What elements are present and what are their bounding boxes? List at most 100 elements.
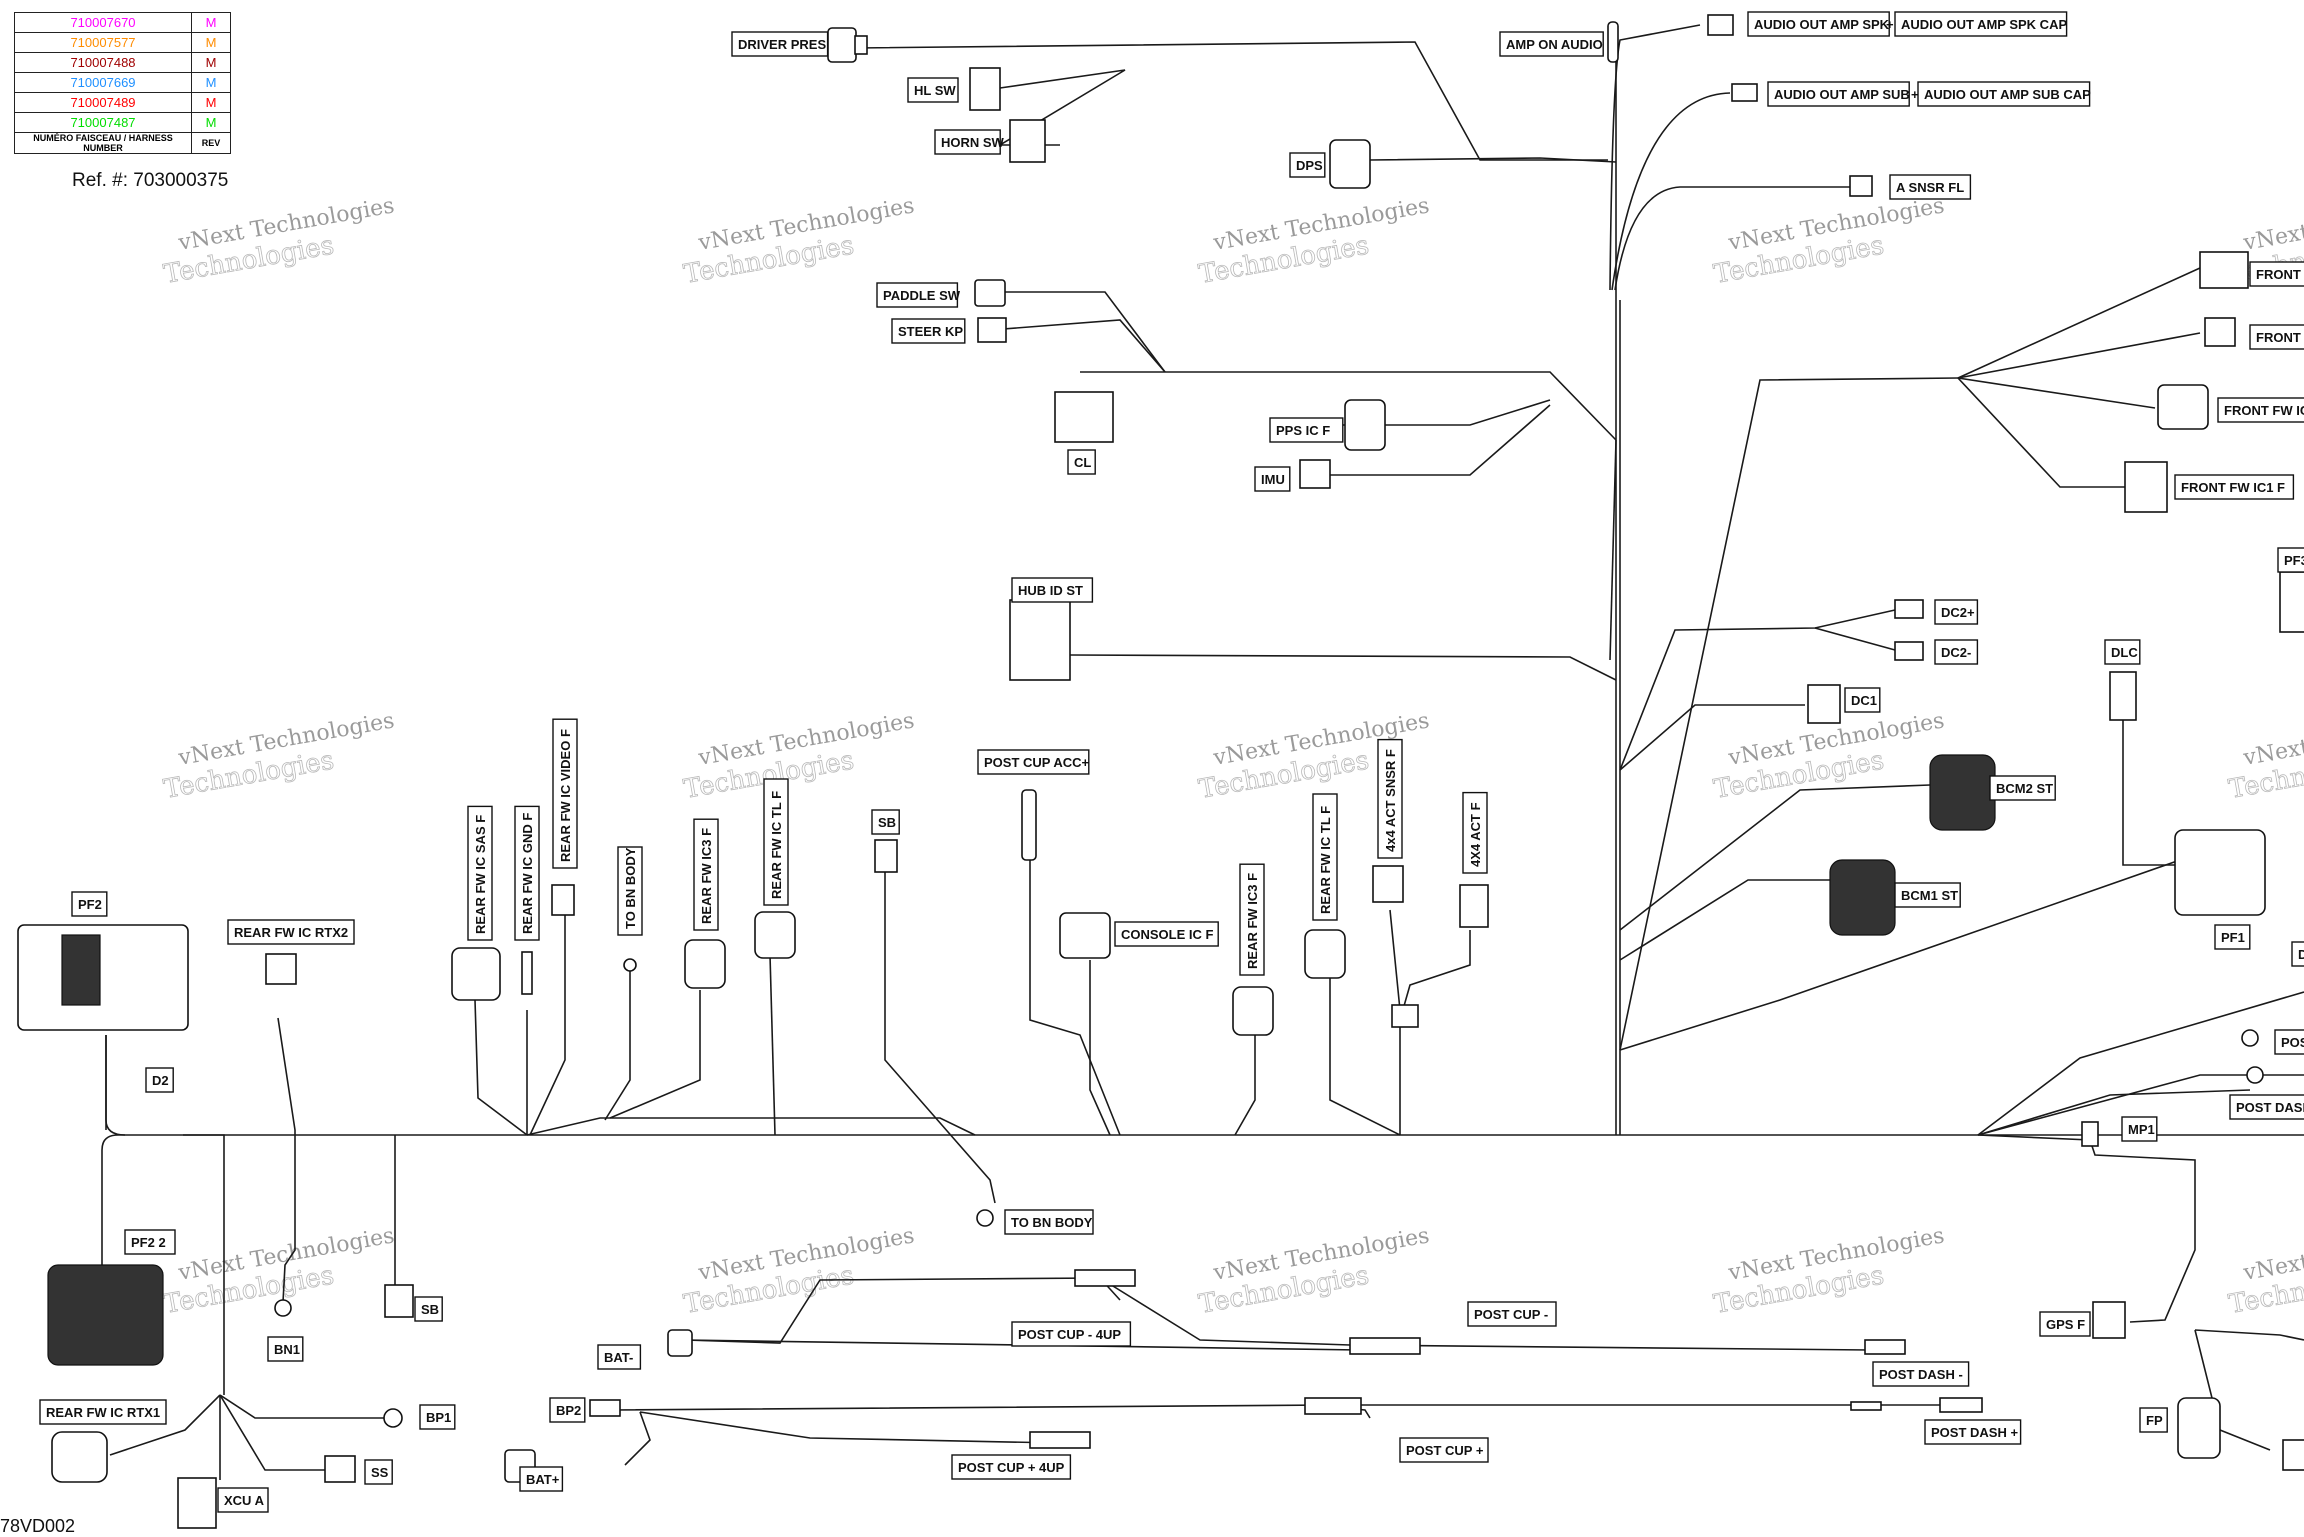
svg-text:TO BN BODY: TO BN BODY <box>1011 1215 1093 1230</box>
legend-harness-number: 710007488 <box>14 52 192 73</box>
label-bp1: BP1 <box>419 1404 456 1430</box>
svg-text:SS: SS <box>371 1465 389 1480</box>
rear-fw-ic3-f-connector-2 <box>1232 986 1274 1036</box>
svg-text:PPS IC F: PPS IC F <box>1276 423 1330 438</box>
label-rear-fw-ic-video-f: REAR FW IC VIDEO F <box>552 718 578 869</box>
legend-header-rev: REV <box>191 132 231 154</box>
label-driver-pres: DRIVER PRES <box>731 31 829 57</box>
pf1-connector <box>2174 829 2266 916</box>
svg-text:BCM1 ST: BCM1 ST <box>1901 888 1958 903</box>
watermark-text: vNext Technologies <box>2241 1223 2304 1286</box>
hl-sw-connector <box>969 67 1001 111</box>
label-pf3: PF3 <box>2277 547 2304 573</box>
svg-text:DC2-: DC2- <box>1941 645 1971 660</box>
label-audio-out-amp-spk: AUDIO OUT AMP SPK <box>1747 11 1890 37</box>
label-fp: FP <box>2139 1407 2168 1433</box>
post-dash-minus-lug <box>1864 1339 1906 1355</box>
label-paddle-sw: PADDLE SW <box>876 282 961 308</box>
dlc-connector <box>2109 671 2137 721</box>
label-steer-kp: STEER KP <box>891 318 966 344</box>
pf2-latch <box>61 934 101 1006</box>
svg-text:AUDIO OUT AMP SPK CAP: AUDIO OUT AMP SPK CAP <box>1901 17 2067 32</box>
svg-text:STEER KP: STEER KP <box>898 324 963 339</box>
label-post-dash-plus: POST DASH + <box>1924 1419 2022 1445</box>
svg-text:MP1: MP1 <box>2128 1122 2155 1137</box>
label-imu: IMU <box>1254 466 1291 492</box>
label-front-f1: FRONT F <box>2249 261 2304 287</box>
svg-text:POST DASH: POST DASH <box>2236 1100 2304 1115</box>
svg-text:CONSOLE IC F: CONSOLE IC F <box>1121 927 1214 942</box>
pf2-2-connector <box>47 1264 164 1366</box>
svg-text:HORN SW: HORN SW <box>941 135 1005 150</box>
svg-text:POST DASH +: POST DASH + <box>1931 1425 2018 1440</box>
svg-text:FRONT FW IC: FRONT FW IC <box>2224 403 2304 418</box>
svg-text:POS: POS <box>2281 1035 2304 1050</box>
svg-text:D2: D2 <box>152 1073 169 1088</box>
label-console-ic-f: CONSOLE IC F <box>1114 921 1219 947</box>
svg-text:POST CUP + 4UP: POST CUP + 4UP <box>958 1460 1065 1475</box>
label-gps-f: GPS F <box>2039 1311 2091 1337</box>
label-post-cup-minus: POST CUP - <box>1467 1301 1557 1327</box>
svg-text:AMP ON AUDIO: AMP ON AUDIO <box>1506 37 1603 52</box>
svg-text:A SNSR FL: A SNSR FL <box>1896 180 1964 195</box>
svg-text:REAR FW IC RTX2: REAR FW IC RTX2 <box>234 925 348 940</box>
reference-number: Ref. #: 703000375 <box>72 170 229 191</box>
svg-text:DC1: DC1 <box>1851 693 1877 708</box>
label-a-snsr-fl: A SNSR FL <box>1889 174 1972 200</box>
label-to-bn-body-h: TO BN BODY <box>1004 1209 1094 1235</box>
watermark-text: vNext Technologies <box>2241 193 2304 256</box>
svg-text:BCM2 ST: BCM2 ST <box>1996 781 2053 796</box>
svg-text:PADDLE SW: PADDLE SW <box>883 288 961 303</box>
post-cup-minus-lug <box>1349 1337 1421 1355</box>
svg-text:+: + <box>1886 17 1894 32</box>
label-bat-minus: BAT- <box>597 1344 642 1370</box>
connectors <box>17 14 2304 1529</box>
audio-spk-connector <box>1707 14 1734 36</box>
svg-text:BP1: BP1 <box>426 1410 451 1425</box>
console-ic-f-connector <box>1059 912 1111 959</box>
svg-text:4X4 ACT F: 4X4 ACT F <box>1468 802 1483 867</box>
amp-on-audio-connector <box>1607 21 1619 63</box>
mp1-connector <box>2081 1121 2099 1147</box>
rear-fw-ic-gnd-f-connector <box>521 951 533 995</box>
post-cup-4up-top-lug <box>1074 1269 1136 1287</box>
svg-text:BN1: BN1 <box>274 1342 300 1357</box>
svg-text:AUDIO OUT AMP SUB: AUDIO OUT AMP SUB <box>1774 87 1910 102</box>
label-bat-plus: BAT+ <box>519 1466 564 1492</box>
post-dash-plus-sleeve <box>1850 1401 1882 1411</box>
front-f2-connector <box>2204 317 2236 347</box>
svg-text:PF2: PF2 <box>78 897 102 912</box>
svg-text:REAR FW IC RTX1: REAR FW IC RTX1 <box>46 1405 160 1420</box>
right-edge-connector <box>2282 1439 2304 1471</box>
svg-text:BP2: BP2 <box>556 1403 581 1418</box>
svg-text:FRONT F: FRONT F <box>2256 267 2304 282</box>
fp-connector <box>2177 1397 2221 1459</box>
svg-text:REAR FW IC VIDEO F: REAR FW IC VIDEO F <box>558 729 573 862</box>
cl-connector <box>1054 391 1114 443</box>
xcu-a-connector <box>177 1477 217 1529</box>
bat-minus-terminal <box>667 1329 693 1357</box>
svg-text:POST CUP -: POST CUP - <box>1474 1307 1548 1322</box>
pf2-connector <box>17 924 189 1031</box>
svg-text:PF3: PF3 <box>2284 553 2304 568</box>
label-front-fw-ic1-f: FRONT FW IC1 F <box>2174 474 2295 500</box>
act-f-connector <box>1459 884 1489 928</box>
label-mp1: MP1 <box>2121 1116 2158 1142</box>
svg-text:D: D <box>2298 947 2304 962</box>
label-rear-fw-ic-tl-f-2: REAR FW IC TL F <box>1312 793 1338 921</box>
label-bn1: BN1 <box>267 1336 304 1362</box>
label-pps-ic-f: PPS IC F <box>1269 417 1344 443</box>
svg-text:FP: FP <box>2146 1413 2163 1428</box>
svg-text:REAR FW IC3 F: REAR FW IC3 F <box>1245 873 1260 969</box>
label-rear-fw-ic3-f-1: REAR FW IC3 F <box>693 818 719 931</box>
svg-text:FRONT F: FRONT F <box>2256 330 2304 345</box>
svg-text:POST DASH -: POST DASH - <box>1879 1367 1963 1382</box>
svg-text:DPS: DPS <box>1296 158 1323 173</box>
front-fw-ic1-connector <box>2124 461 2168 513</box>
dc2-plus-connector <box>1894 599 1924 619</box>
